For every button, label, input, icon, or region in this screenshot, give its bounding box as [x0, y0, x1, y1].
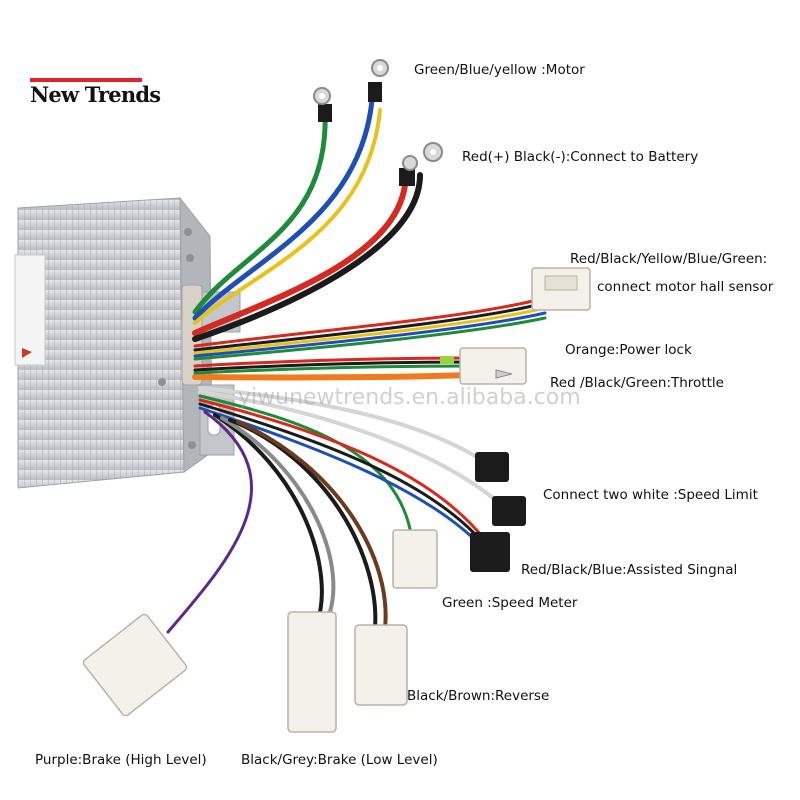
label-motor: Green/Blue/yellow :Motor [414, 62, 585, 78]
hall-sensor-wires [193, 296, 547, 361]
screw-icon [158, 378, 166, 386]
brake-reverse-connectors [82, 611, 408, 733]
label-hall-sensor-line2: connect motor hall sensor [597, 279, 774, 295]
battery-ring-terminals [399, 142, 443, 186]
watermark: yiwunewtrends.en.alibaba.com [238, 385, 581, 410]
label-brake-low: Black/Grey:Brake (Low Level) [241, 752, 438, 768]
label-assisted-signal: Red/Black/Blue:Assisted Singnal [521, 562, 738, 578]
brand-underline [30, 78, 142, 82]
motor-ring-terminals [313, 59, 389, 122]
screw-icon [184, 228, 192, 236]
label-hall-sensor-line1: Red/Black/Yellow/Blue/Green: [570, 251, 768, 267]
label-power-lock: Orange:Power lock [565, 342, 692, 358]
controller-housing [14, 196, 241, 489]
label-brake-high: Purple:Brake (High Level) [35, 752, 207, 768]
power-lock-throttle-wires [192, 356, 503, 381]
label-speed-meter: Green :Speed Meter [442, 595, 578, 611]
label-throttle: Red /Black/Green:Throttle [550, 375, 724, 391]
housing-label-sticker [14, 254, 46, 366]
brand-logo: New Trends [30, 78, 161, 107]
brand-name: New Trends [30, 82, 161, 107]
brake-reverse-wires [166, 410, 388, 634]
label-reverse: Black/Brown:Reverse [407, 688, 550, 704]
battery-wires [192, 172, 423, 342]
hall-sensor-connector [531, 267, 591, 311]
motor-wires [192, 97, 382, 325]
signal-connectors [392, 452, 526, 589]
signal-wires [198, 386, 507, 552]
label-speed-limit: Connect two white :Speed Limit [543, 487, 758, 503]
screw-icon [186, 254, 194, 262]
throttle-connector [440, 347, 527, 385]
label-battery: Red(+) Black(-):Connect to Battery [462, 149, 699, 165]
screw-icon [188, 441, 196, 449]
